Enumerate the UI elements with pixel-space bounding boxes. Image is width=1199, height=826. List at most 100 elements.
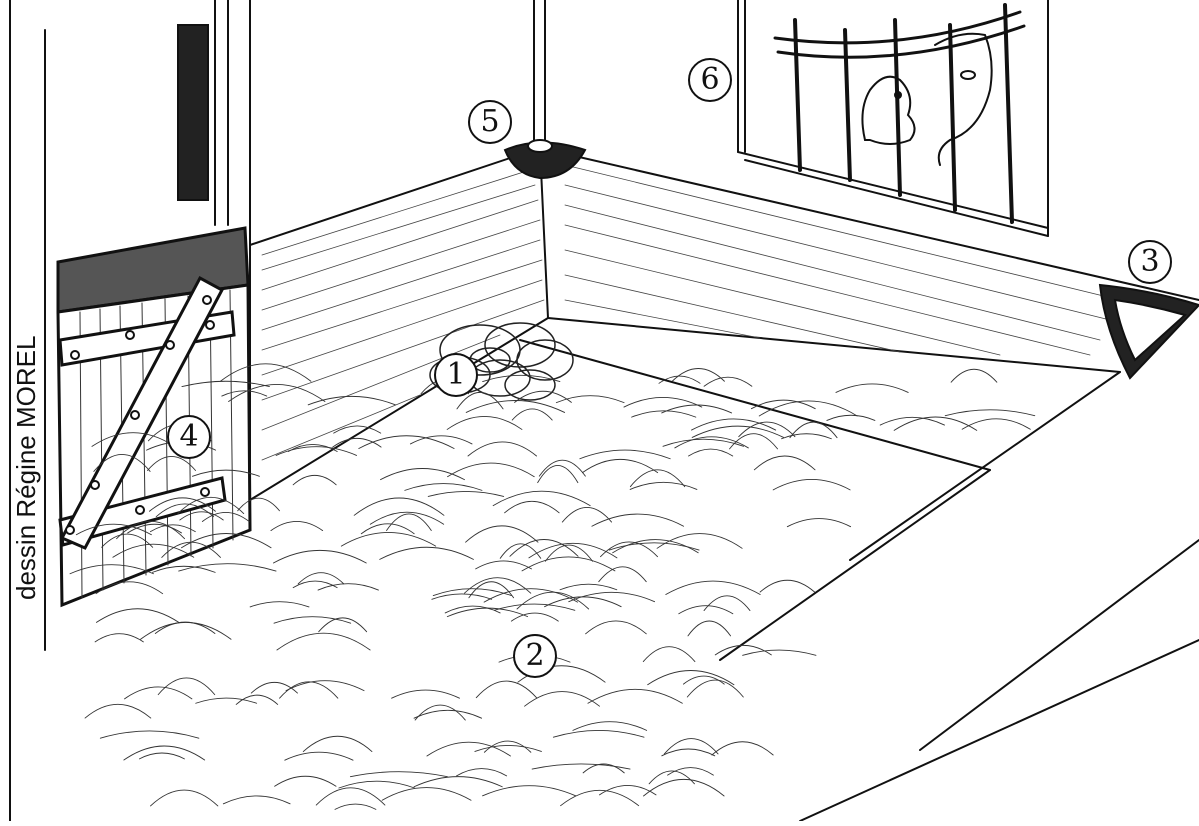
straw-stroke xyxy=(493,491,590,505)
straw-stroke xyxy=(760,580,814,592)
straw-stroke xyxy=(573,722,647,731)
straw-stroke xyxy=(475,745,541,751)
straw-stroke xyxy=(334,426,381,433)
straw-stroke xyxy=(286,681,364,691)
straw-stroke xyxy=(586,621,647,634)
straw-stroke xyxy=(945,410,1035,416)
straw-stroke xyxy=(318,584,378,590)
straw-stroke xyxy=(500,544,541,558)
straw-stroke xyxy=(679,606,733,614)
straw-stroke xyxy=(476,681,536,698)
straw-stroke xyxy=(392,690,460,698)
straw-stroke xyxy=(659,376,700,383)
straw-stroke xyxy=(643,779,724,796)
straw-stroke xyxy=(539,460,585,476)
marker-3: 3 xyxy=(1128,240,1172,284)
straw-stroke xyxy=(274,617,351,623)
straw-stroke xyxy=(316,788,385,805)
straw-stroke xyxy=(511,613,558,621)
straw-stroke xyxy=(600,542,657,557)
straw-stroke xyxy=(428,491,503,496)
straw-stroke xyxy=(341,532,435,546)
straw-stroke xyxy=(773,479,850,489)
straw-stroke xyxy=(781,434,831,439)
straw-stroke xyxy=(553,730,644,737)
barred-window xyxy=(738,0,1048,236)
horse-head xyxy=(862,34,991,165)
straw-stroke xyxy=(704,377,752,386)
straw-stroke xyxy=(675,437,749,448)
marker-2: 2 xyxy=(513,634,557,678)
straw-stroke xyxy=(599,567,647,582)
straw-stroke xyxy=(759,401,857,416)
straw-stroke xyxy=(303,736,372,751)
straw-stroke xyxy=(599,785,656,794)
straw-stroke xyxy=(517,592,589,609)
straw-stroke xyxy=(427,742,511,756)
straw-stroke xyxy=(382,788,471,801)
straw-stroke xyxy=(155,622,215,633)
straw-stroke xyxy=(415,705,465,720)
straw-stroke xyxy=(468,442,537,456)
straw-stroke xyxy=(510,540,578,557)
straw-stroke xyxy=(688,621,731,636)
straw-stroke xyxy=(100,731,198,738)
straw-stroke xyxy=(657,534,742,549)
straw-stroke xyxy=(545,597,622,607)
straw-stroke xyxy=(483,786,576,796)
straw-stroke xyxy=(447,416,522,429)
straw-stroke xyxy=(95,634,143,642)
straw-stroke xyxy=(666,581,760,594)
straw-stroke xyxy=(275,776,336,786)
corner-feeder xyxy=(1100,285,1199,378)
straw-stroke xyxy=(562,507,611,522)
straw-stroke xyxy=(569,592,655,601)
straw-stroke xyxy=(339,781,415,788)
straw-stroke xyxy=(743,650,816,655)
straw-stroke xyxy=(414,777,502,787)
straw-stroke xyxy=(476,561,532,569)
artist-credit: dessin Régine MOREL xyxy=(6,240,46,600)
straw-stroke xyxy=(580,450,670,459)
straw-stroke xyxy=(630,482,697,489)
straw-stroke xyxy=(387,514,432,531)
straw-stroke xyxy=(335,804,376,809)
straw-stroke xyxy=(447,608,527,617)
straw-stroke xyxy=(754,456,815,470)
straw-stroke xyxy=(285,752,353,760)
straw-stroke xyxy=(250,602,309,607)
straw-stroke xyxy=(273,550,366,563)
straw-stroke xyxy=(505,501,560,513)
straw-stroke xyxy=(538,465,578,482)
marker-1: 1 xyxy=(434,353,478,397)
straw-stroke xyxy=(308,396,395,404)
straw-stroke xyxy=(179,564,276,571)
straw-stroke xyxy=(730,434,778,449)
straw-stroke xyxy=(522,557,615,571)
straw-stroke xyxy=(457,769,507,776)
straw-stroke xyxy=(319,618,367,632)
straw-stroke xyxy=(350,772,447,777)
water-bowl xyxy=(505,140,585,178)
straw-stroke xyxy=(484,589,577,602)
straw-stroke xyxy=(141,622,231,639)
straw-stroke xyxy=(139,753,184,759)
straw-stroke xyxy=(687,680,743,697)
hinge-plate xyxy=(178,25,208,200)
straw-stroke xyxy=(447,463,534,477)
straw-stroke xyxy=(662,405,732,413)
straw-stroke xyxy=(432,594,492,599)
straw-stroke xyxy=(582,459,657,472)
straw-stroke xyxy=(85,704,151,718)
straw-stroke xyxy=(692,426,783,437)
straw-stroke xyxy=(125,687,192,699)
straw-stroke xyxy=(293,475,336,484)
straw-stroke xyxy=(715,645,771,654)
straw-stroke xyxy=(466,526,538,542)
straw-stroke xyxy=(787,519,850,527)
straw-stroke xyxy=(609,543,699,550)
straw-stroke xyxy=(588,689,682,703)
marker-6: 6 xyxy=(688,58,732,102)
